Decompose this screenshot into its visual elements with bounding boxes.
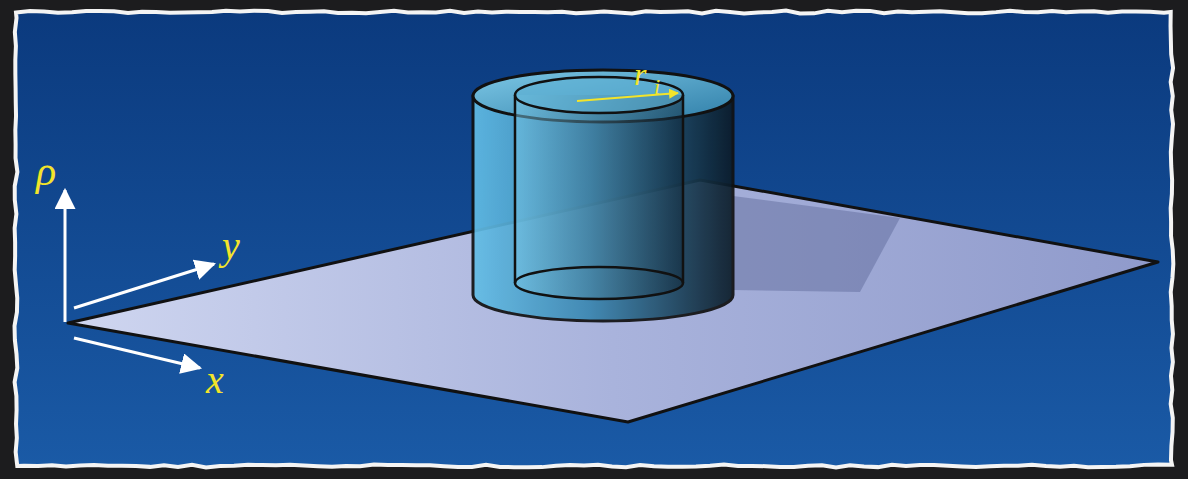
y-axis [74, 264, 214, 308]
radius-arrow [577, 93, 678, 101]
radius-label: r [634, 58, 646, 90]
radius-subscript: i [654, 76, 660, 98]
inner-bottom-back [515, 267, 683, 283]
x-axis-label: x [206, 360, 224, 400]
rough-frame [15, 11, 1174, 468]
rho-axis-label: ρ [36, 150, 56, 192]
rho-axis [64, 190, 67, 322]
inner-top [515, 77, 683, 113]
inner-cylinder [515, 95, 683, 299]
x-axis [74, 338, 200, 368]
outer-cylinder [473, 96, 733, 321]
cylinder-shadow [733, 196, 900, 292]
y-axis-label: y [222, 226, 240, 266]
background-panel [16, 12, 1172, 466]
outer-top [473, 70, 733, 122]
